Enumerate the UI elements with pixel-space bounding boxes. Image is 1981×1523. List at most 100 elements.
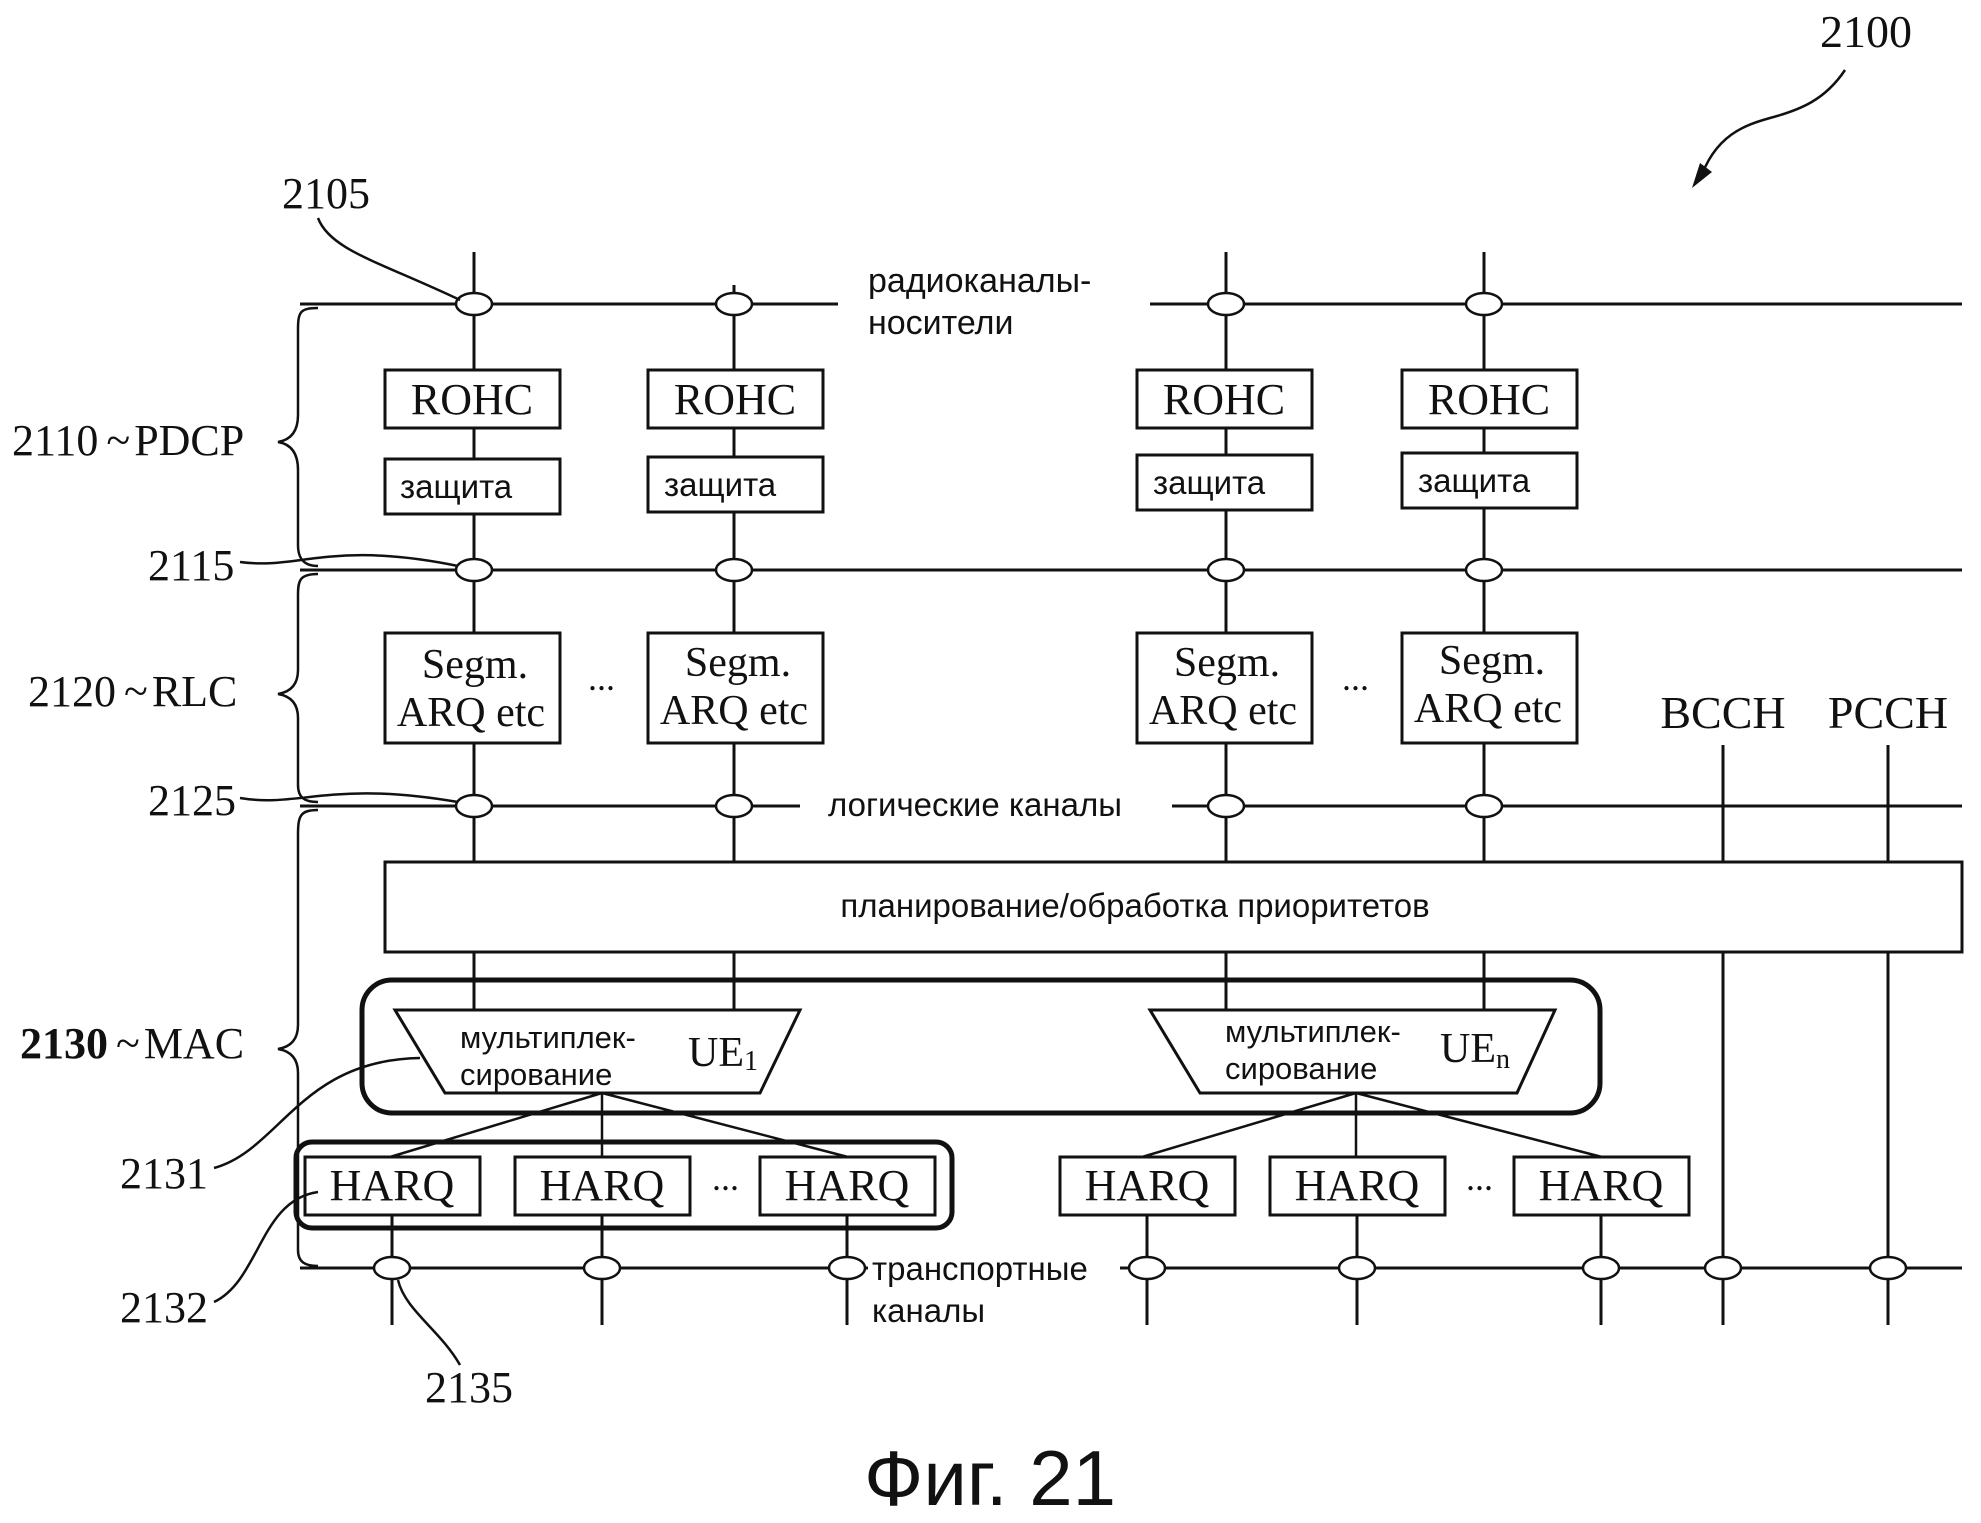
pdcp-brace bbox=[277, 306, 319, 568]
security-label: защита bbox=[400, 468, 513, 505]
mac-brace bbox=[277, 808, 319, 1268]
security-block-2 bbox=[646, 455, 825, 514]
harq-container bbox=[293, 1139, 955, 1231]
security-block-3 bbox=[1135, 453, 1314, 512]
ref-2132: 2132 bbox=[120, 1283, 208, 1332]
ellipsis: ... bbox=[1342, 658, 1369, 698]
segm-label: Segm. bbox=[422, 642, 528, 688]
harq-block bbox=[1268, 1155, 1447, 1217]
rohc-label: ROHC bbox=[411, 375, 533, 424]
mux-ue1-trapezoid bbox=[392, 1008, 803, 1095]
rohc-block-3 bbox=[1135, 368, 1314, 430]
harq-block bbox=[1512, 1155, 1691, 1217]
rlc-layer-label: 2120~RLC bbox=[28, 667, 237, 716]
rohc-label: ROHC bbox=[1428, 375, 1550, 424]
fan-line bbox=[1355, 1091, 1603, 1159]
harq-label: HARQ bbox=[1539, 1161, 1664, 1210]
mux-uen-trapezoid bbox=[1147, 1008, 1558, 1095]
radio-bearers-label-1: радиоканалы- bbox=[868, 262, 1091, 300]
ref-2115-leader bbox=[239, 553, 459, 568]
sap-oval bbox=[1206, 793, 1246, 819]
pcch-label: PCCH bbox=[1828, 687, 1948, 738]
ref-2131-leader bbox=[213, 1056, 421, 1170]
security-block-1 bbox=[383, 457, 562, 516]
rlc-block-2 bbox=[646, 631, 825, 745]
fan-line bbox=[389, 1091, 603, 1159]
rohc-label: ROHC bbox=[674, 375, 796, 424]
harq-block bbox=[758, 1155, 937, 1217]
sap-oval bbox=[454, 557, 494, 583]
security-label: защита bbox=[1153, 464, 1266, 501]
segm-label: Segm. bbox=[1439, 638, 1545, 684]
sap-oval bbox=[1206, 557, 1246, 583]
rlc-block-3 bbox=[1135, 631, 1314, 745]
ref-2115: 2115 bbox=[148, 541, 234, 590]
transport-channels-label-1: транспортные bbox=[872, 1250, 1088, 1287]
mux-label-1: мультиплек- bbox=[460, 1020, 636, 1055]
sap-oval bbox=[714, 557, 754, 583]
segm-label: Segm. bbox=[685, 640, 791, 686]
rohc-block-4 bbox=[1400, 368, 1579, 430]
harq-label: HARQ bbox=[540, 1161, 665, 1210]
sap-oval bbox=[372, 1255, 412, 1281]
ellipsis: ... bbox=[712, 1158, 739, 1198]
sap-oval bbox=[582, 1255, 622, 1281]
sap-oval bbox=[1337, 1255, 1377, 1281]
rlc-block-4 bbox=[1400, 631, 1579, 745]
sap-oval bbox=[714, 793, 754, 819]
arq-label: ARQ etc bbox=[1149, 688, 1297, 734]
fan-line bbox=[601, 1091, 849, 1159]
security-block-4 bbox=[1400, 451, 1579, 510]
harq-block bbox=[1058, 1155, 1237, 1217]
ref-2131: 2131 bbox=[120, 1149, 208, 1198]
figure-caption: Фиг. 21 bbox=[864, 1434, 1116, 1522]
mux-label-2: сирование bbox=[1225, 1051, 1377, 1086]
sap-oval bbox=[1464, 793, 1504, 819]
scheduling-label: планирование/обработка приоритетов bbox=[840, 887, 1429, 924]
sap-oval bbox=[827, 1255, 867, 1281]
rlc-brace bbox=[277, 572, 319, 804]
sap-oval bbox=[1581, 1255, 1621, 1281]
uen-label: UEn bbox=[1440, 1026, 1510, 1075]
arq-label: ARQ etc bbox=[660, 688, 808, 734]
rohc-label: ROHC bbox=[1163, 375, 1285, 424]
figure-ref-2100: 2100 bbox=[1820, 6, 1912, 57]
mac-layer-label: 2130~MAC bbox=[20, 1019, 244, 1068]
harq-label: HARQ bbox=[785, 1161, 910, 1210]
radio-bearers-label-2: носители bbox=[868, 304, 1013, 342]
ref-2135-leader bbox=[396, 1279, 462, 1366]
ellipsis: ... bbox=[588, 658, 615, 698]
ref-2132-leader bbox=[213, 1190, 319, 1304]
logical-channels-label: логические каналы bbox=[828, 786, 1122, 823]
sap-oval bbox=[1464, 557, 1504, 583]
ref-2135: 2135 bbox=[425, 1363, 513, 1412]
sap-oval bbox=[1127, 1255, 1167, 1281]
scheduling-block bbox=[383, 860, 1964, 954]
rohc-block-1 bbox=[383, 368, 562, 430]
ref-2125: 2125 bbox=[148, 776, 236, 825]
rohc-block-2 bbox=[646, 368, 825, 430]
bcch-label: BCCH bbox=[1660, 687, 1785, 738]
rlc-block-1 bbox=[383, 631, 562, 745]
figure-ref-arrow bbox=[1698, 69, 1847, 181]
harq-label: HARQ bbox=[330, 1161, 455, 1210]
ref-2105-leader bbox=[316, 217, 461, 302]
arq-label: ARQ etc bbox=[1414, 686, 1562, 732]
ref-2125-leader bbox=[239, 792, 459, 804]
security-label: защита bbox=[664, 466, 777, 503]
ue1-label: UE1 bbox=[688, 1030, 758, 1077]
ellipsis: ... bbox=[1466, 1158, 1493, 1198]
sap-oval bbox=[1868, 1255, 1908, 1281]
harq-label: HARQ bbox=[1295, 1161, 1420, 1210]
sap-oval bbox=[1206, 291, 1246, 317]
figure-ref-arrowhead bbox=[1692, 163, 1712, 188]
harq-label: HARQ bbox=[1085, 1161, 1210, 1210]
sap-oval bbox=[454, 291, 494, 317]
harq-block bbox=[303, 1155, 482, 1217]
mux-label-2: сирование bbox=[460, 1057, 612, 1092]
harq-block bbox=[513, 1155, 692, 1217]
segm-label: Segm. bbox=[1174, 640, 1280, 686]
transport-channels-label-2: каналы bbox=[872, 1292, 985, 1329]
sap-oval bbox=[1464, 291, 1504, 317]
